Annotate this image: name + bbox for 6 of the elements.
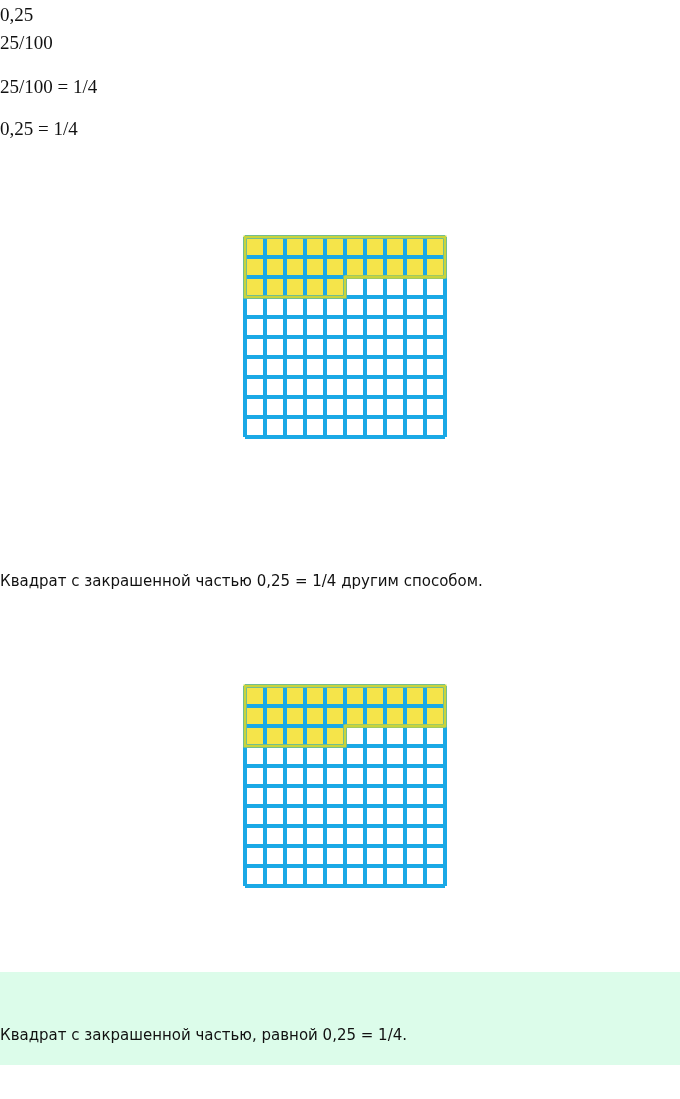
caption-text: Квадрат с закрашенной частью 0,25 = 1/4 другим способом.	[0, 572, 483, 590]
fraction-equation: 25/100 = 1/4	[0, 76, 98, 98]
fraction: 25/100	[0, 32, 53, 54]
decimal-number: 0,25	[0, 4, 34, 26]
answer-text: Квадрат с закрашенной частью, равной 0,25 = 1/4.	[0, 1026, 407, 1044]
decimal-equation: 0,25 = 1/4	[0, 118, 78, 140]
